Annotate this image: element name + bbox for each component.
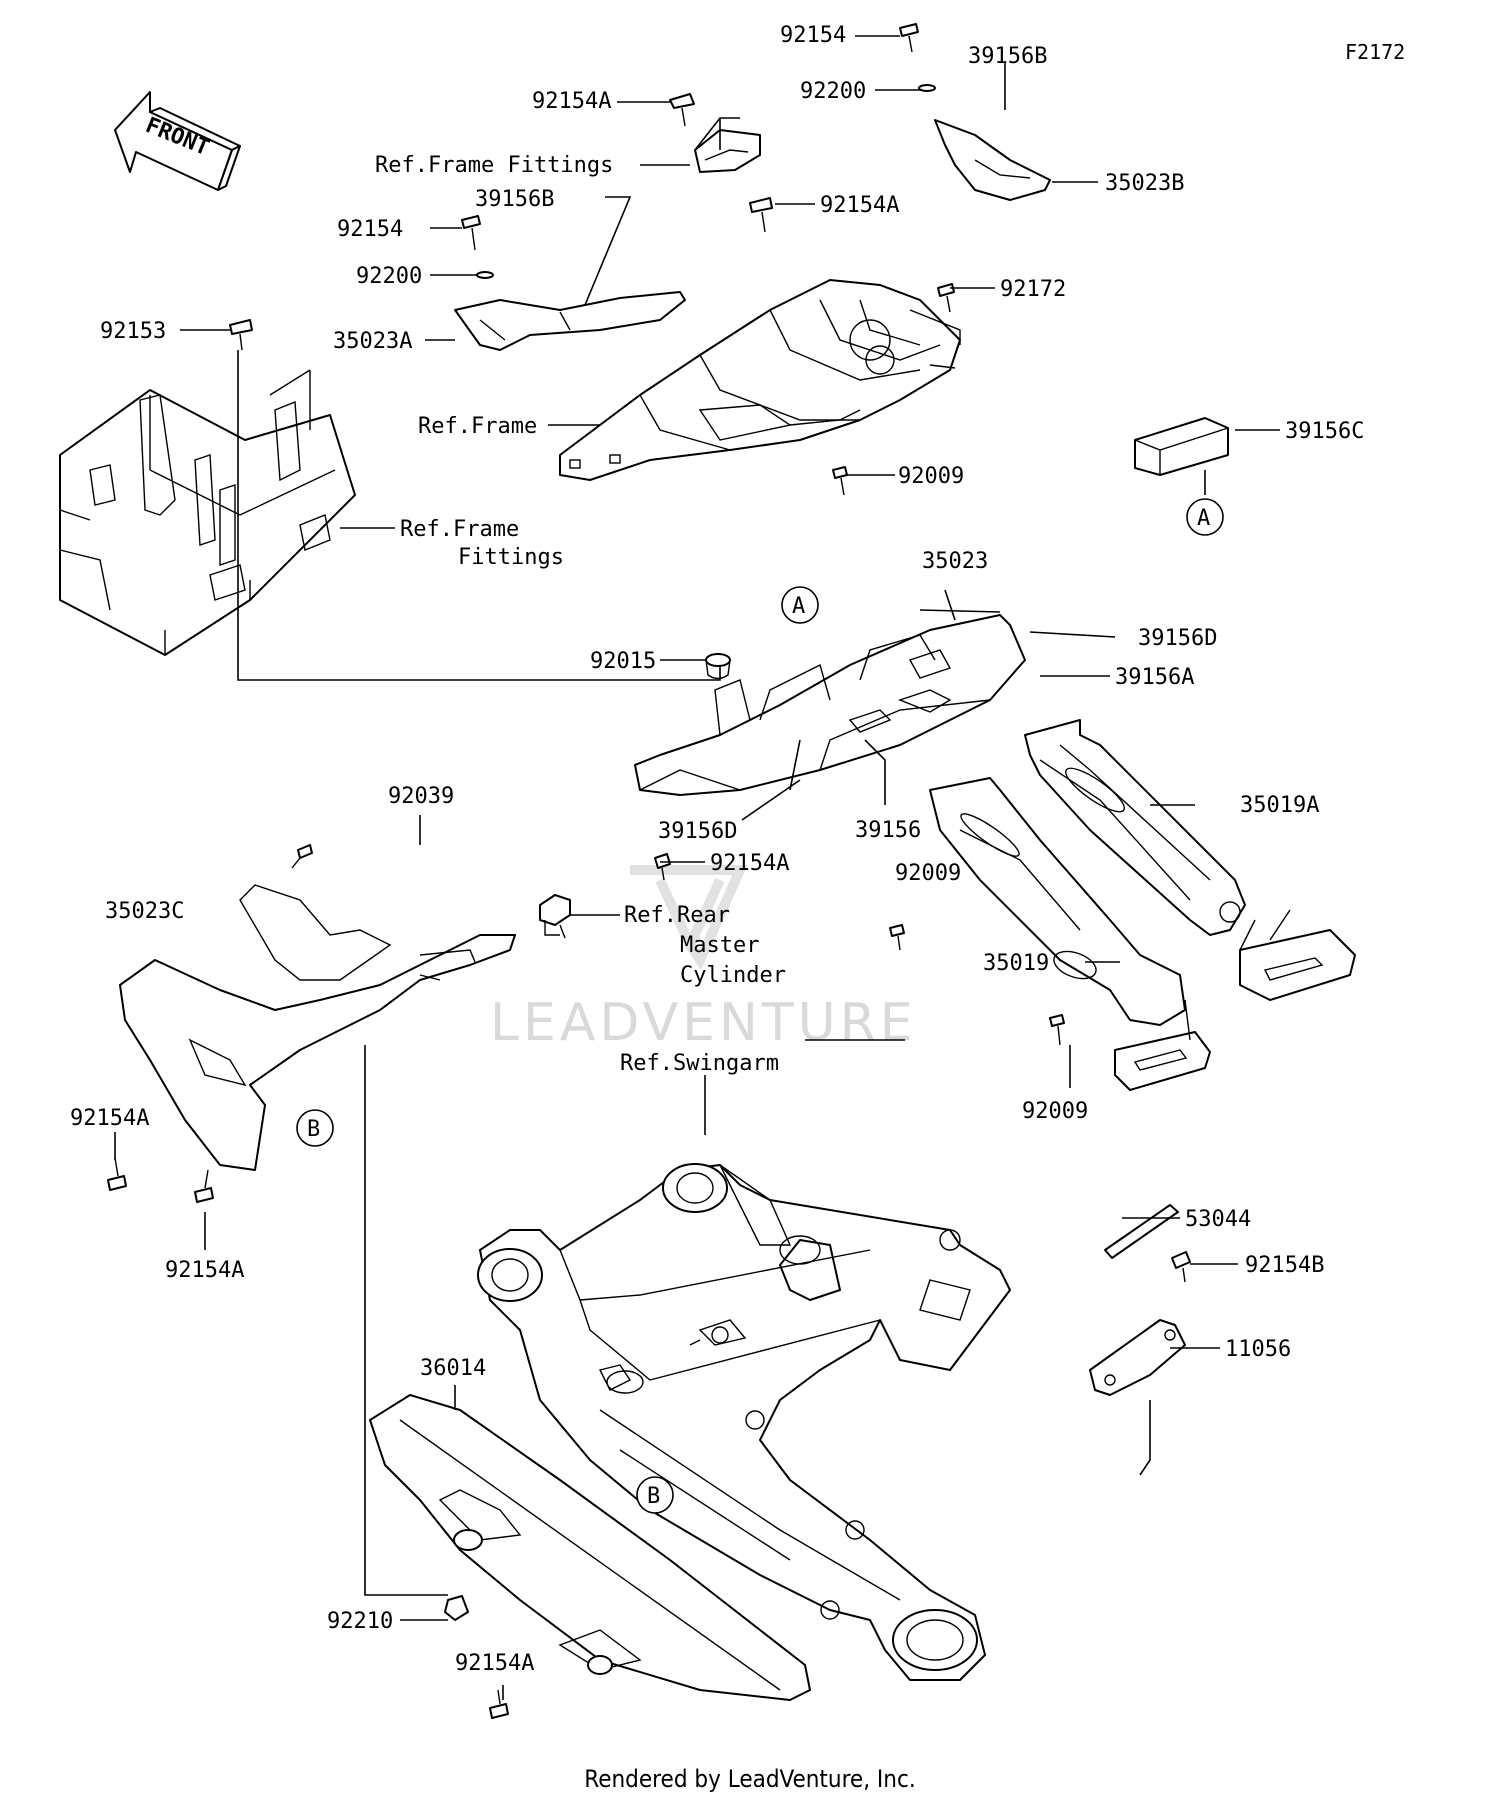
grommet-92015 bbox=[705, 653, 731, 680]
callout-labels: 92154 92200 39156B 35023B 92154A Ref.Fra… bbox=[70, 23, 1364, 1676]
marker-b-left: B bbox=[296, 1109, 334, 1147]
label-11056: 11056 bbox=[1225, 1337, 1291, 1362]
label-39156: 39156 bbox=[855, 818, 921, 843]
bolt-icon bbox=[194, 1169, 214, 1203]
label-92154A: 92154A bbox=[455, 1651, 534, 1676]
label-ref-frame-fittings-left: Ref.Frame bbox=[400, 517, 519, 542]
label-92009: 92009 bbox=[1022, 1099, 1088, 1124]
label-92210: 92210 bbox=[327, 1609, 393, 1634]
label-ref-rear-3: Cylinder bbox=[680, 963, 786, 988]
master-cylinder-clip bbox=[539, 894, 571, 939]
bolt-icons bbox=[107, 23, 1191, 1719]
label-35023: 35023 bbox=[922, 549, 988, 574]
label-92009: 92009 bbox=[898, 464, 964, 489]
label-92154A: 92154A bbox=[532, 89, 611, 114]
watermark: LEADVENTURE bbox=[490, 993, 917, 1053]
front-arrow-icon: FRONT bbox=[114, 91, 241, 191]
clip-92210 bbox=[444, 1595, 469, 1621]
svg-text:A: A bbox=[1197, 506, 1210, 531]
watermark-logo bbox=[630, 865, 748, 971]
bolt-icon bbox=[489, 1689, 509, 1719]
bolt-icon bbox=[889, 924, 905, 951]
svg-text:A: A bbox=[792, 594, 805, 619]
label-ref-frame-fittings: Ref.Frame Fittings bbox=[375, 153, 613, 178]
label-92154A: 92154A bbox=[820, 193, 899, 218]
label-39156B: 39156B bbox=[968, 44, 1047, 69]
label-39156D: 39156D bbox=[658, 819, 737, 844]
label-92015: 92015 bbox=[590, 649, 656, 674]
undertray-35023 bbox=[634, 609, 1026, 796]
license-plate-brackets bbox=[1114, 909, 1356, 1091]
bracket-11056 bbox=[1089, 1319, 1186, 1396]
label-92009: 92009 bbox=[895, 861, 961, 886]
chain-case-36014 bbox=[369, 1394, 811, 1701]
side-cover-35023A bbox=[454, 291, 686, 351]
rod-53044 bbox=[1104, 1204, 1179, 1259]
label-39156A: 39156A bbox=[1115, 665, 1194, 690]
bolt-icon bbox=[899, 23, 919, 53]
bolt-icon bbox=[832, 466, 848, 496]
label-35023C: 35023C bbox=[105, 899, 184, 924]
label-39156D: 39156D bbox=[1138, 626, 1217, 651]
rear-frame bbox=[559, 279, 961, 481]
label-92153: 92153 bbox=[100, 319, 166, 344]
marker-a-center: A bbox=[781, 586, 819, 624]
label-ref-rear: Ref.Rear bbox=[624, 903, 730, 928]
washer-icon bbox=[476, 271, 494, 279]
tail-bracket-35019A bbox=[1024, 719, 1246, 936]
bolt-icon bbox=[937, 283, 955, 313]
label-35019: 35019 bbox=[983, 951, 1049, 976]
label-92154: 92154 bbox=[780, 23, 846, 48]
bolt-icon bbox=[654, 853, 671, 881]
bolt-icon bbox=[229, 319, 253, 351]
label-39156B: 39156B bbox=[475, 187, 554, 212]
marker-a-right: A bbox=[1186, 498, 1224, 536]
label-ref-rear-2: Master bbox=[680, 933, 759, 958]
label-53044: 53044 bbox=[1185, 1207, 1251, 1232]
label-92154: 92154 bbox=[337, 217, 403, 242]
bolt-icon bbox=[1171, 1251, 1191, 1283]
chain-guard-35023C bbox=[119, 884, 516, 1171]
washer-icon bbox=[918, 84, 936, 92]
label-92154A: 92154A bbox=[710, 851, 789, 876]
bolt-icon bbox=[461, 215, 481, 251]
label-92154B: 92154B bbox=[1245, 1253, 1324, 1278]
tail-bracket-35019 bbox=[929, 777, 1186, 1026]
label-92039: 92039 bbox=[388, 784, 454, 809]
bolt-icon bbox=[1049, 1014, 1065, 1046]
frame-fittings-box bbox=[59, 369, 356, 656]
label-92154A: 92154A bbox=[70, 1106, 149, 1131]
swingarm bbox=[477, 1163, 1011, 1681]
diagram-code: F2172 bbox=[1345, 40, 1406, 64]
svg-text:B: B bbox=[647, 1484, 660, 1509]
marker-b-center: B bbox=[636, 1476, 674, 1514]
bolt-icon bbox=[669, 93, 695, 127]
leader-lines bbox=[114, 35, 1280, 1700]
label-ref-frame-fittings-left-2: Fittings bbox=[458, 545, 564, 570]
label-39156C bbox=[1134, 417, 1229, 476]
label-35023A: 35023A bbox=[333, 329, 412, 354]
bolt-icon bbox=[749, 197, 773, 233]
label-92200: 92200 bbox=[800, 79, 866, 104]
label-35023B: 35023B bbox=[1105, 171, 1184, 196]
label-92154A: 92154A bbox=[165, 1258, 244, 1283]
bolt-icon bbox=[107, 1157, 127, 1191]
svg-text:B: B bbox=[307, 1117, 320, 1142]
label-ref-swingarm: Ref.Swingarm bbox=[620, 1051, 779, 1076]
label-92172: 92172 bbox=[1000, 277, 1066, 302]
label-92200: 92200 bbox=[356, 264, 422, 289]
label-36014: 36014 bbox=[420, 1356, 486, 1381]
side-cover-35023B bbox=[934, 119, 1051, 201]
label-35019A: 35019A bbox=[1240, 793, 1319, 818]
label-ref-frame: Ref.Frame bbox=[418, 414, 537, 439]
label-39156C: 39156C bbox=[1285, 419, 1364, 444]
footer-credit: Rendered by LeadVenture, Inc. bbox=[584, 1765, 916, 1793]
bolt-icon bbox=[291, 844, 313, 869]
